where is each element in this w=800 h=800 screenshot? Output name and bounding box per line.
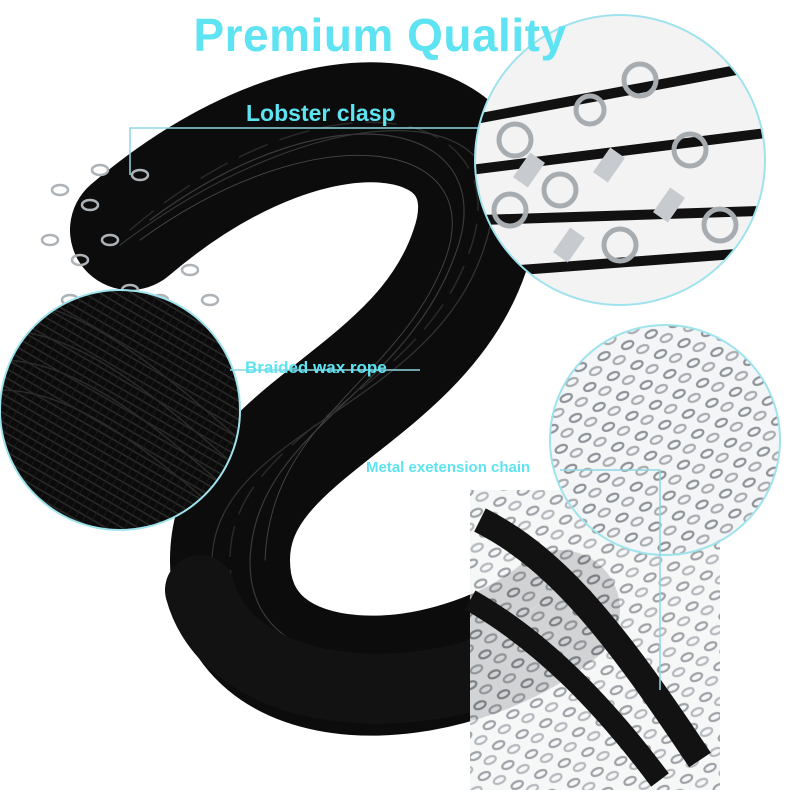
- page-title: Premium Quality: [193, 9, 567, 61]
- zoom-circle-rope: [0, 289, 241, 531]
- callout-lobster-clasp: Lobster clasp: [246, 100, 396, 126]
- callout-braided-wax-rope: Braided wax rope: [245, 358, 387, 377]
- zoom-circle-clasp: [474, 14, 766, 306]
- callout-metal-extension-chain: Metal exetension chain: [366, 459, 531, 476]
- leader-lines: [129, 127, 661, 690]
- zoom-circle-chain: [549, 324, 781, 556]
